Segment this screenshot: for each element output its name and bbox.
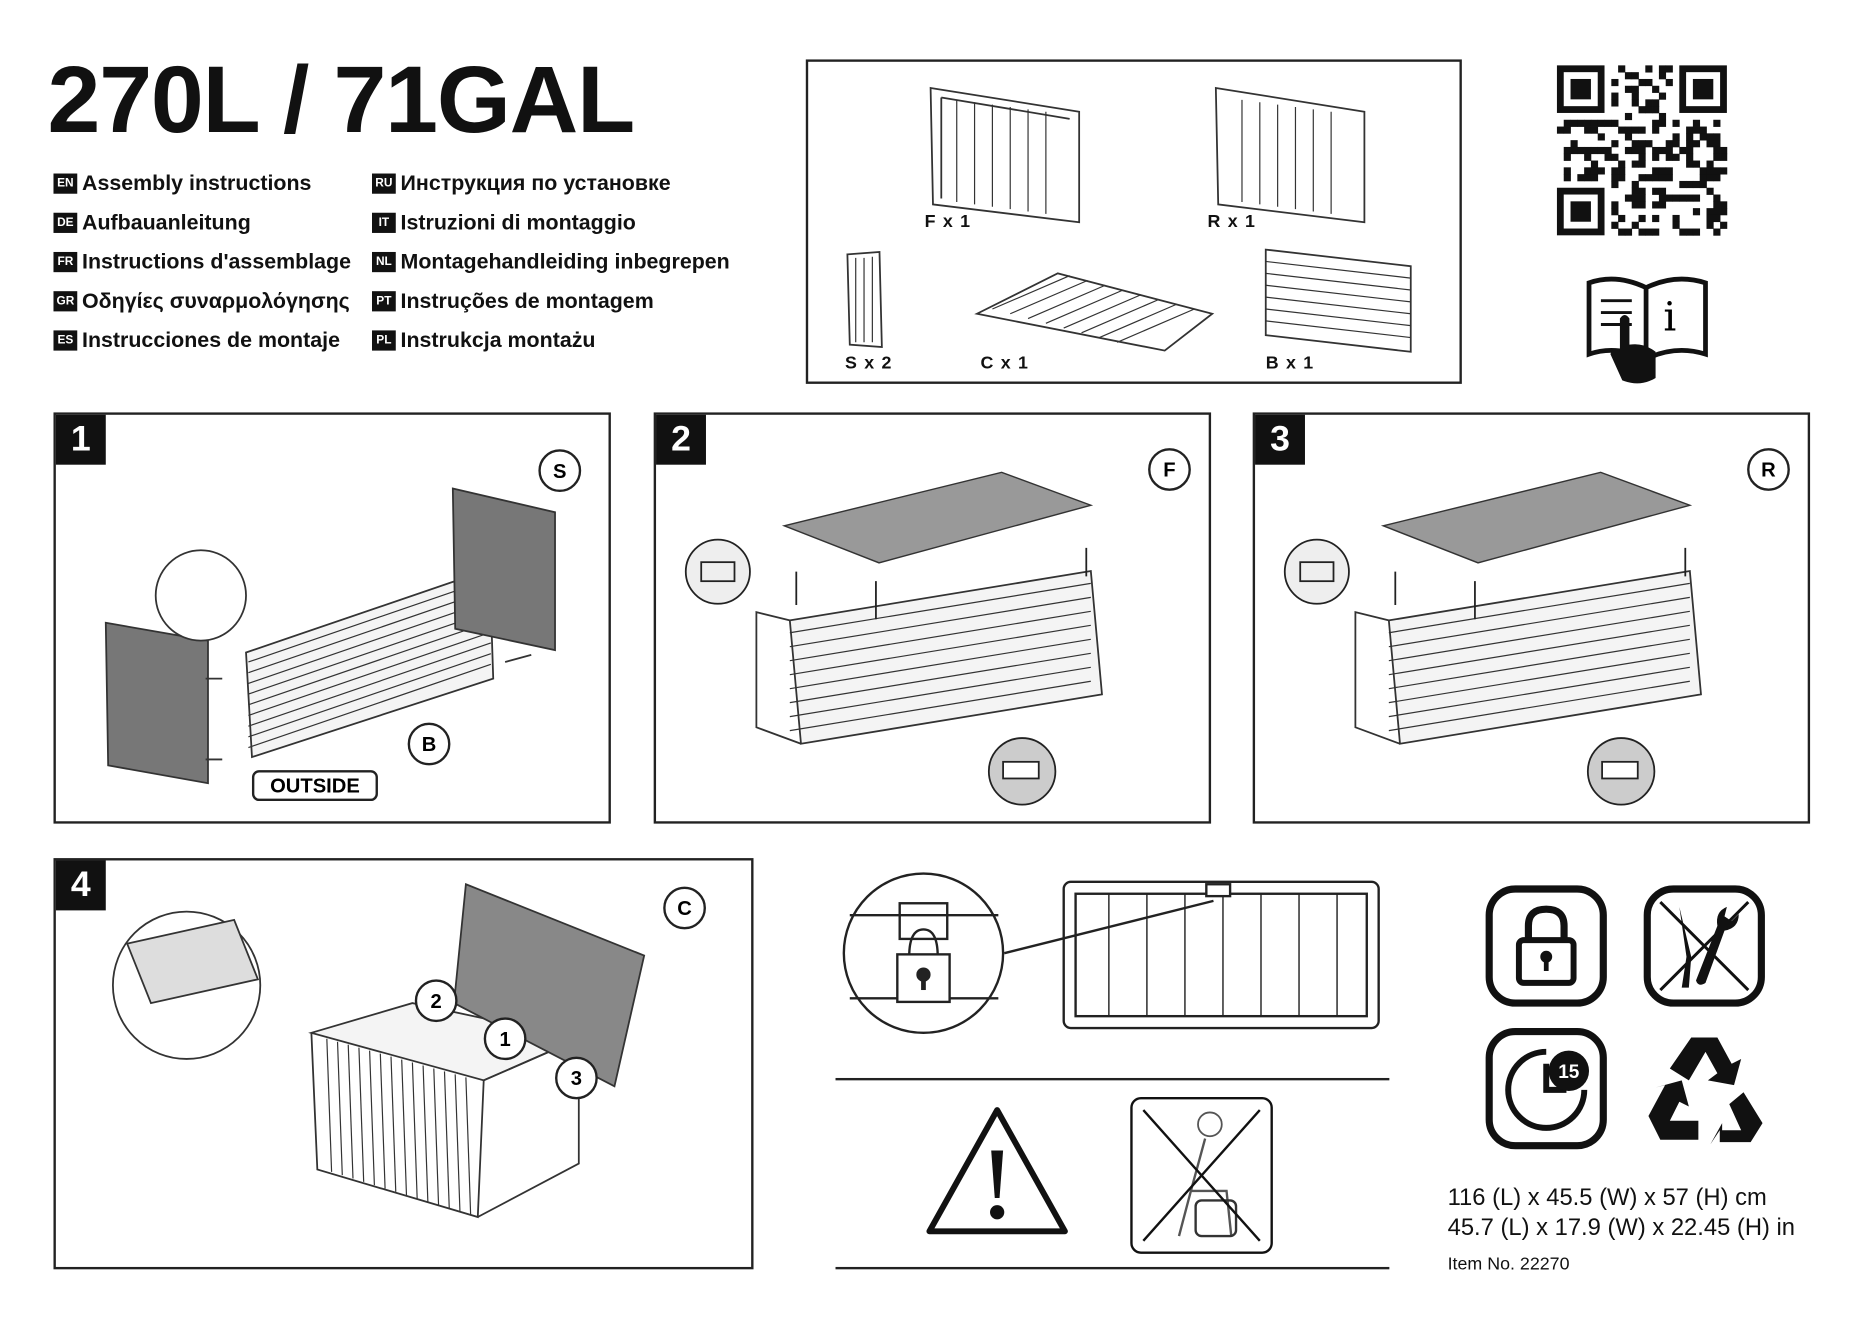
language-text: Instruções de montagem	[400, 288, 654, 313]
callout-label: B	[422, 734, 437, 756]
qr-code[interactable]	[1556, 65, 1728, 236]
divider	[835, 1077, 1390, 1081]
dimensions-in: 45.7 (L) x 17.9 (W) x 22.45 (H) in	[1447, 1214, 1796, 1241]
step-1-illustration: S B OUTSIDE	[104, 449, 582, 802]
callout-label: 3	[571, 1068, 582, 1090]
step-1-panel: 1 S B OUTSIDE	[53, 412, 611, 824]
no-tools-icon	[1643, 885, 1765, 1007]
divider	[835, 1266, 1390, 1270]
callout-label: S	[553, 461, 566, 483]
outside-label: OUTSIDE	[270, 776, 360, 798]
step-2-panel: 2 F	[653, 412, 1212, 824]
step-2-illustration: F	[684, 448, 1191, 806]
language-code: FR	[53, 251, 78, 273]
warning-icon	[926, 1107, 1068, 1235]
language-code: IT	[372, 212, 396, 233]
language-text: Assembly instructions	[82, 171, 312, 195]
step-number: 4	[55, 860, 106, 911]
assembly-time-icon: 15	[1485, 1028, 1607, 1150]
callout-label: 2	[431, 991, 442, 1013]
language-code: NL	[372, 251, 396, 273]
parts-illustrations	[846, 86, 1412, 353]
language-text: Instrukcja montażu	[400, 328, 596, 352]
callout-label: F	[1163, 460, 1175, 482]
no-sitting-icon	[1130, 1096, 1273, 1254]
language-text: Instrucciones de montaje	[82, 328, 340, 352]
dimensions-cm: 116 (L) x 45.5 (W) x 57 (H) cm	[1447, 1184, 1767, 1212]
language-code: GR	[53, 291, 78, 312]
assembly-time-minutes: 15	[1558, 1062, 1580, 1083]
step-3-panel: 3 R	[1252, 412, 1811, 824]
part-label-b: B x 1	[1265, 352, 1315, 374]
step-4-illustration: C 2 1 3	[112, 882, 706, 1219]
part-label-r: R x 1	[1207, 211, 1257, 232]
language-text: Instructions d'assemblage	[82, 249, 352, 274]
step-4-panel: 4 C 2 1 3	[53, 858, 754, 1270]
step-number: 2	[656, 414, 706, 465]
language-code: RU	[372, 173, 396, 194]
manual-info-icon: i	[1586, 276, 1708, 384]
part-label-s: S x 2	[845, 352, 893, 374]
recycle-icon	[1648, 1037, 1763, 1145]
language-text: Istruzioni di montaggio	[400, 210, 636, 235]
step-number: 3	[1255, 414, 1305, 465]
language-code: EN	[53, 173, 78, 194]
step-3-illustration: R	[1283, 448, 1790, 806]
language-code: PT	[372, 291, 396, 312]
language-code: DE	[53, 212, 78, 233]
item-number: Item No. 22270	[1447, 1253, 1570, 1275]
step-number: 1	[55, 414, 106, 465]
lock-detail-illustration	[842, 872, 1380, 1034]
callout-label: 1	[499, 1029, 510, 1051]
callout-label: R	[1761, 460, 1776, 482]
language-text: Инструкция по установке	[400, 171, 671, 195]
language-code: ES	[53, 330, 78, 351]
part-label-f: F x 1	[924, 211, 972, 232]
language-text: Montagehandleiding inbegrepen	[400, 249, 730, 274]
callout-label: C	[677, 898, 692, 920]
part-label-c: C x 1	[980, 352, 1030, 374]
parts-list-box: F x 1 R x 1 S x 2 C x 1 B x 1	[805, 59, 1462, 384]
language-text: Aufbauanleitung	[82, 210, 251, 235]
svg-text:i: i	[1663, 292, 1676, 340]
product-title: 270L / 71GAL	[47, 46, 636, 153]
language-text: Οδηγίες συναρμολόγησης	[82, 288, 350, 313]
lock-feature-icon	[1485, 885, 1607, 1007]
language-code: PL	[372, 330, 396, 351]
